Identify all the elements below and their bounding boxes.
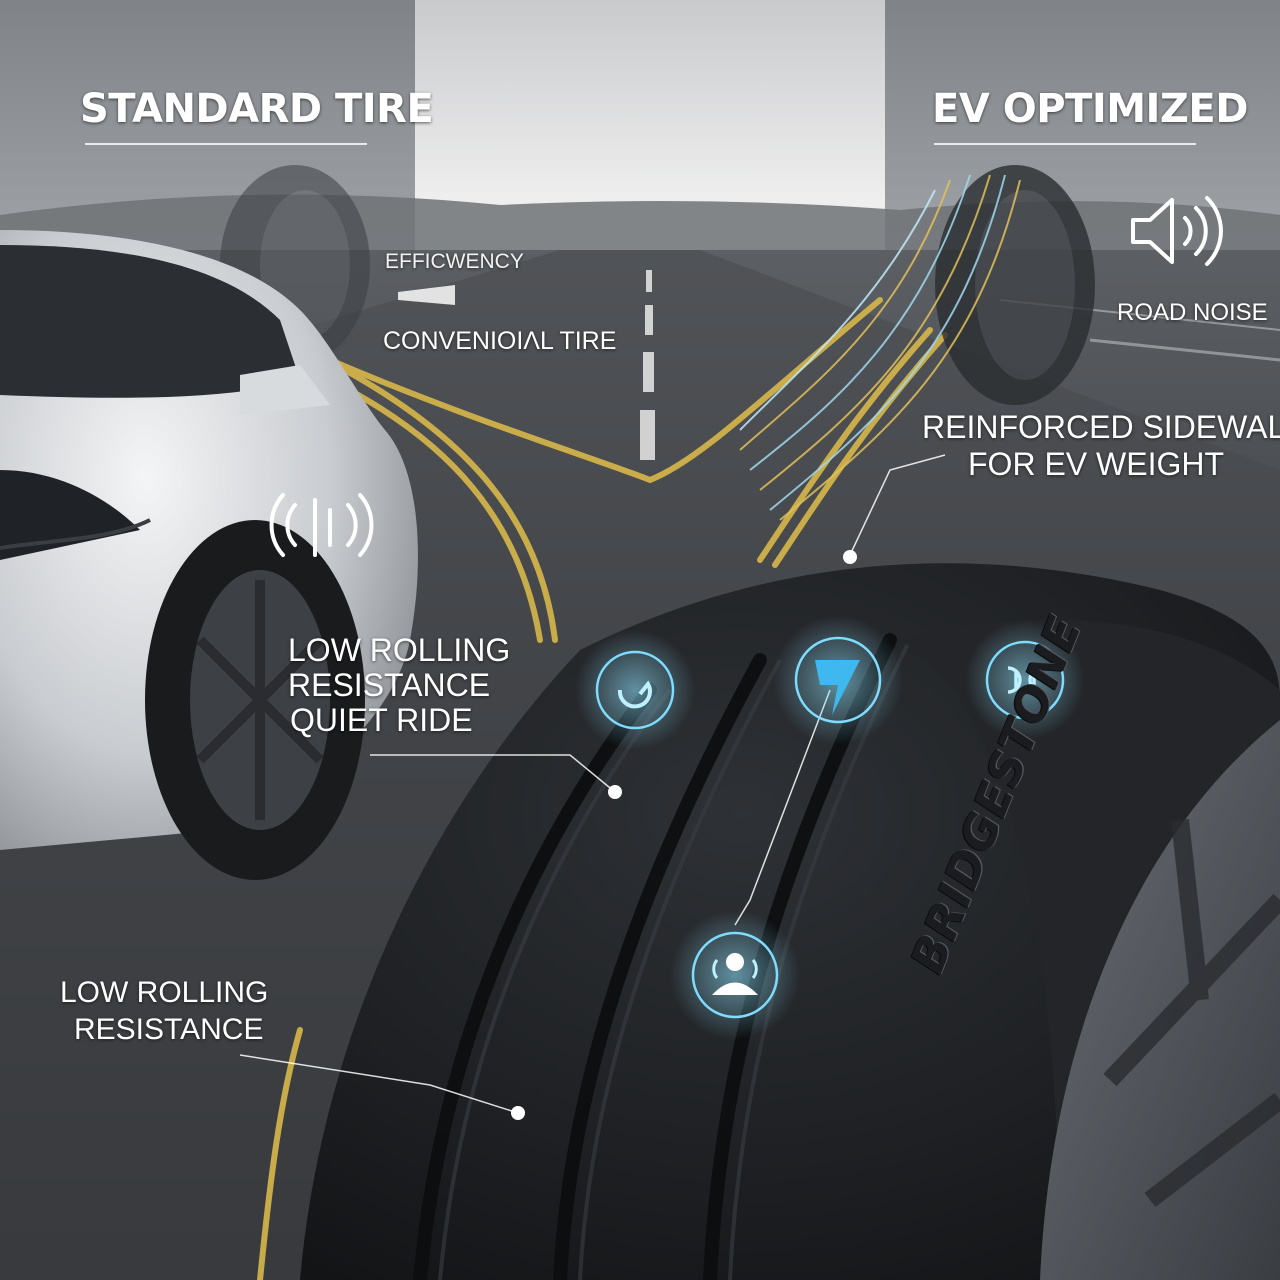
conventional-tire-label: CONVENIOIΛL TIRE xyxy=(383,327,617,355)
ev-optimized-heading: EV OPTIMIZED xyxy=(932,86,1248,132)
road-noise-label: ROAD NOISE xyxy=(1117,299,1268,326)
ev-tire-graphic xyxy=(935,165,1095,405)
lrr-label-line1: LOW ROLLING xyxy=(60,976,269,1009)
driver-comfort-icon xyxy=(670,910,800,1040)
tread-grip-icon xyxy=(575,630,695,750)
lrr-quiet-label-line1: LOW ROLLING xyxy=(288,632,511,668)
lrr-quiet-label-line2: RESISTANCE xyxy=(288,667,491,703)
electric-car-graphic xyxy=(0,230,418,880)
efficiency-bolt-icon xyxy=(773,615,903,745)
reinforced-sidewall-label-line1: REINFORCED SIDEWALL xyxy=(922,409,1280,445)
standard-tire-heading: STANDARD TIRE xyxy=(80,86,434,132)
lrr-label-line2: RESISTANCE xyxy=(74,1013,264,1046)
sound-wave-icon xyxy=(269,493,374,557)
reinforced-sidewall-label-line2: FOR EV WEIGHT xyxy=(968,446,1224,482)
noise-reduction-icon xyxy=(965,620,1085,740)
lrr-quiet-label-line3: QUIET RIDE xyxy=(290,702,473,738)
ev-optimized-underline xyxy=(934,143,1196,145)
ev-optimized-tire xyxy=(300,563,1280,1280)
standard-tire-underline xyxy=(85,143,367,145)
speaker-icon xyxy=(1131,196,1223,266)
efficiency-label: EFFICWENCY xyxy=(385,250,524,273)
